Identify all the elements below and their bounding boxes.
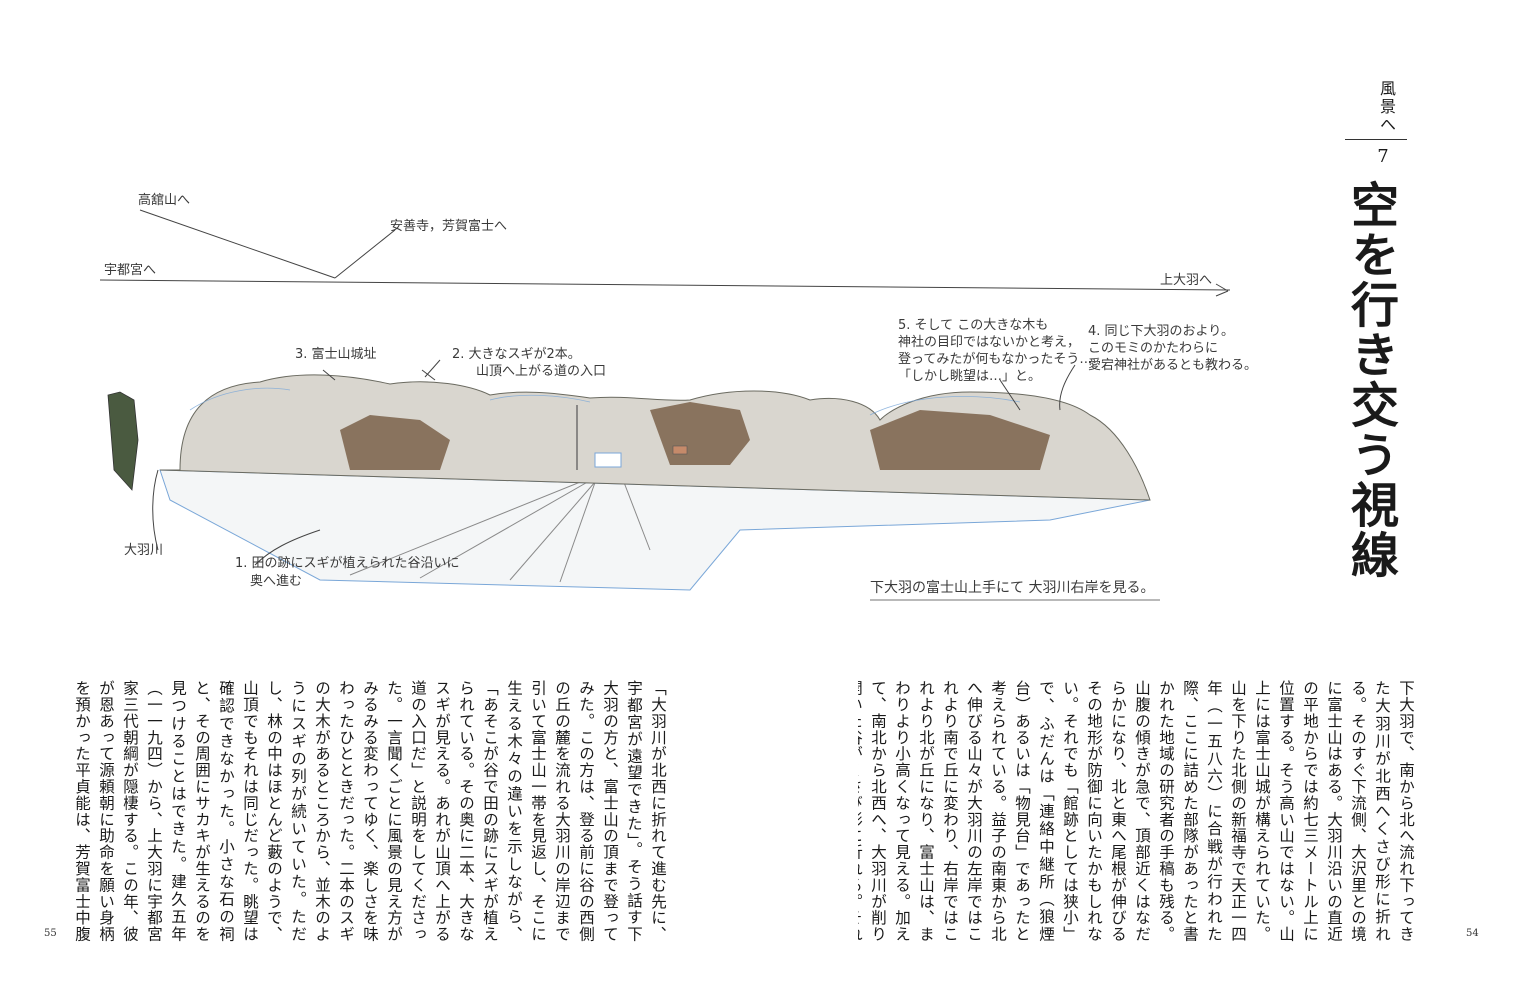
tree-highlights [189,387,1021,416]
chapter-number: 7 [1377,146,1389,167]
note-big-tree-2: 神社の目印ではないかと考え， [898,335,1081,350]
page-title: 空を行き交う視線 [1342,180,1398,580]
label-obane-river: 大羽川 [124,543,164,558]
horizon-line [99,279,1231,291]
page-number-right: 54 [1466,928,1479,939]
note-valley-2: 奥へ進む [250,574,303,589]
label-to-utsunomiya: 宇都宮へ [104,263,157,278]
sightline-takadate [139,209,336,279]
landscape-sketch: 高舘山へ 安善寺，芳賀富士へ 宇都宮へ 上大羽へ 3. 富士山城址 2. 大きな… [90,170,1257,610]
series-label: 風景へ [1377,80,1396,134]
note-atago-3: 愛宕神社があるとも教わる。 [1088,358,1258,373]
note-big-tree-4: 「しかし眺望は…」と。 [898,369,1042,384]
body-text-left: 「大羽川が北西に折れて進む先に、宇都宮が遠望できた」。そう話す下大羽の方と、富士… [73,680,667,942]
note-two-cedars-1: 2. 大きなスギが2本。 [452,347,581,362]
sketch-drawing [99,209,1231,601]
note-fujisan-castle: 3. 富士山城址 [295,347,377,362]
header-rule [1345,139,1407,140]
label-to-kamiobane: 上大羽へ [1160,273,1213,288]
note-big-tree-3: 登ってみたが何もなかったそう… [898,352,1093,367]
sketch-caption: 下大羽の富士山上手にて 大羽川右岸を見る。 [870,580,1155,596]
note-atago-1: 4. 同じ下大羽のおより。 [1088,324,1235,339]
rice-field [159,469,1151,591]
field-furrows [349,469,651,583]
sightline-anzenji [334,229,396,279]
note-valley-1: 1. 田の跡にスギが植えられた谷沿いに [235,556,460,571]
body-text-right: 下大羽で、南から北へ流れ下ってきた大羽川が北西へくさび形に折れる。そのすぐ下流側… [858,680,1415,942]
label-to-anzenji: 安善寺，芳賀富士へ [390,219,508,234]
cedar-tree [107,391,139,491]
note-atago-2: このモミのかたわらに [1088,341,1219,356]
page-number-left: 55 [44,928,57,939]
note-big-tree-1: 5. そして この大きな木も [898,318,1049,333]
note-two-cedars-2: 山頂へ上がる道の入口 [476,364,607,379]
small-building [594,452,622,468]
label-to-takadate: 高舘山へ [138,193,191,208]
